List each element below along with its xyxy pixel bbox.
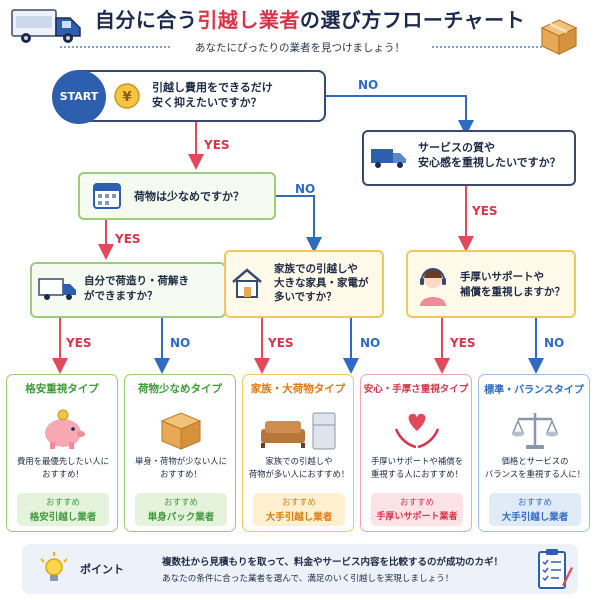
- yes-label: YES: [204, 138, 230, 152]
- no-label: NO: [295, 182, 316, 196]
- tip-line-2: あなたの条件に合った業者を選んで、満足のいく引越しを実現しましょう！: [162, 574, 454, 584]
- start-badge: START: [52, 70, 106, 124]
- cardboard-box-icon: [160, 412, 202, 450]
- result-card-budget: 格安重視タイプ 費用を最優先したい人におすすめ！ おすすめ 格安引越し業者: [6, 374, 118, 532]
- recommendation-box: おすすめ 手厚いサポート業者: [371, 493, 463, 526]
- question-family-text: 家族での引越しや大きな家具・家電が多いですか？: [274, 263, 369, 303]
- piggy-bank-icon: [45, 409, 85, 449]
- result-title: 荷物少なめタイプ: [138, 383, 222, 395]
- result-title: 家族・大荷物タイプ: [250, 383, 346, 395]
- scales-icon: [511, 413, 559, 449]
- recommendation-box: おすすめ 格安引越し業者: [17, 493, 109, 526]
- checklist-icon: [538, 549, 573, 589]
- tip-label: ポイント: [80, 563, 124, 576]
- cardboard-box-icon: [540, 19, 578, 55]
- result-description: 単身・荷物が少ない人におすすめ！: [134, 456, 228, 479]
- recommendation-box: おすすめ 単身パック業者: [135, 493, 227, 526]
- page-title: 自分に合う引越し業者の選び方フローチャート: [94, 8, 526, 32]
- result-card-support: 安心・手厚さ重視タイプ 手厚いサポートや補償を重視する人におすすめ！ おすすめ …: [360, 374, 472, 532]
- question-service-text: サービスの質や安心感を重視したいですか？: [418, 141, 561, 169]
- result-card-balance: 標準・バランスタイプ 価格とサービスのバランスを重視する人に！ おすすめ 大手引…: [478, 374, 590, 532]
- no-label: NO: [360, 336, 381, 350]
- yes-label: YES: [472, 204, 498, 218]
- result-description: 家族での引越しや荷物が多い人におすすめ！: [248, 456, 350, 479]
- tip-line-1: 複数社から見積もりを取って、料金やサービス内容を比較するのが成功のカギ！: [162, 557, 504, 568]
- recommendation-box: おすすめ 大手引越し業者: [489, 493, 581, 526]
- result-title: 安心・手厚さ重視タイプ: [363, 384, 469, 395]
- svg-text:¥: ¥: [122, 90, 131, 105]
- truck-icon: [38, 278, 76, 300]
- question-cost-text: 引越し費用をできるだけ安く抑えたいですか？: [152, 81, 273, 109]
- tip-banner: ポイント 複数社から見積もりを取って、料金やサービス内容を比較するのが成功のカギ…: [22, 544, 578, 594]
- question-support-text: 手厚いサポートや補償を重視しますか？: [460, 271, 565, 298]
- lightbulb-icon: [40, 552, 68, 581]
- result-card-light-luggage: 荷物少なめタイプ 単身・荷物が少ない人におすすめ！ おすすめ 単身パック業者: [124, 374, 236, 532]
- sofa-fridge-icon: [261, 412, 336, 450]
- recommendation-box: おすすめ 大手引越し業者: [253, 493, 345, 526]
- yen-coin-icon: ¥: [114, 83, 140, 109]
- no-label: NO: [358, 78, 379, 92]
- moving-truck-icon: [11, 9, 81, 43]
- result-description: 費用を最優先したい人におすすめ！: [16, 456, 110, 479]
- result-description: 価格とサービスのバランスを重視する人に！: [484, 456, 586, 479]
- question-luggage-text: 荷物は少なめですか？: [134, 190, 244, 203]
- no-label: NO: [544, 336, 565, 350]
- result-card-family: 家族・大荷物タイプ 家族での引越しや荷物が多い人におすすめ！ おすすめ 大手引越…: [242, 374, 354, 532]
- question-pack-text: 自分で荷造り・荷解きができますか？: [84, 275, 189, 302]
- subtitle-dots-left: [60, 46, 170, 48]
- yes-label: YES: [66, 336, 92, 350]
- result-title: 格安重視タイプ: [25, 383, 99, 395]
- house-icon: [232, 268, 262, 298]
- subtitle-dots-right: [432, 46, 542, 48]
- subtitle: あなたにぴったりの業者を見つけましょう！: [195, 42, 405, 54]
- result-title: 標準・バランスタイプ: [484, 385, 584, 396]
- truck-icon: [371, 149, 406, 168]
- calendar-icon: [93, 183, 121, 209]
- result-description: 手厚いサポートや補償を重視する人におすすめ！: [370, 456, 464, 479]
- heart-hands-icon: [394, 413, 440, 449]
- yes-label: YES: [450, 336, 476, 350]
- support-operator-icon: [420, 268, 446, 306]
- yes-label: YES: [268, 336, 294, 350]
- no-label: NO: [170, 336, 191, 350]
- yes-label: YES: [115, 232, 141, 246]
